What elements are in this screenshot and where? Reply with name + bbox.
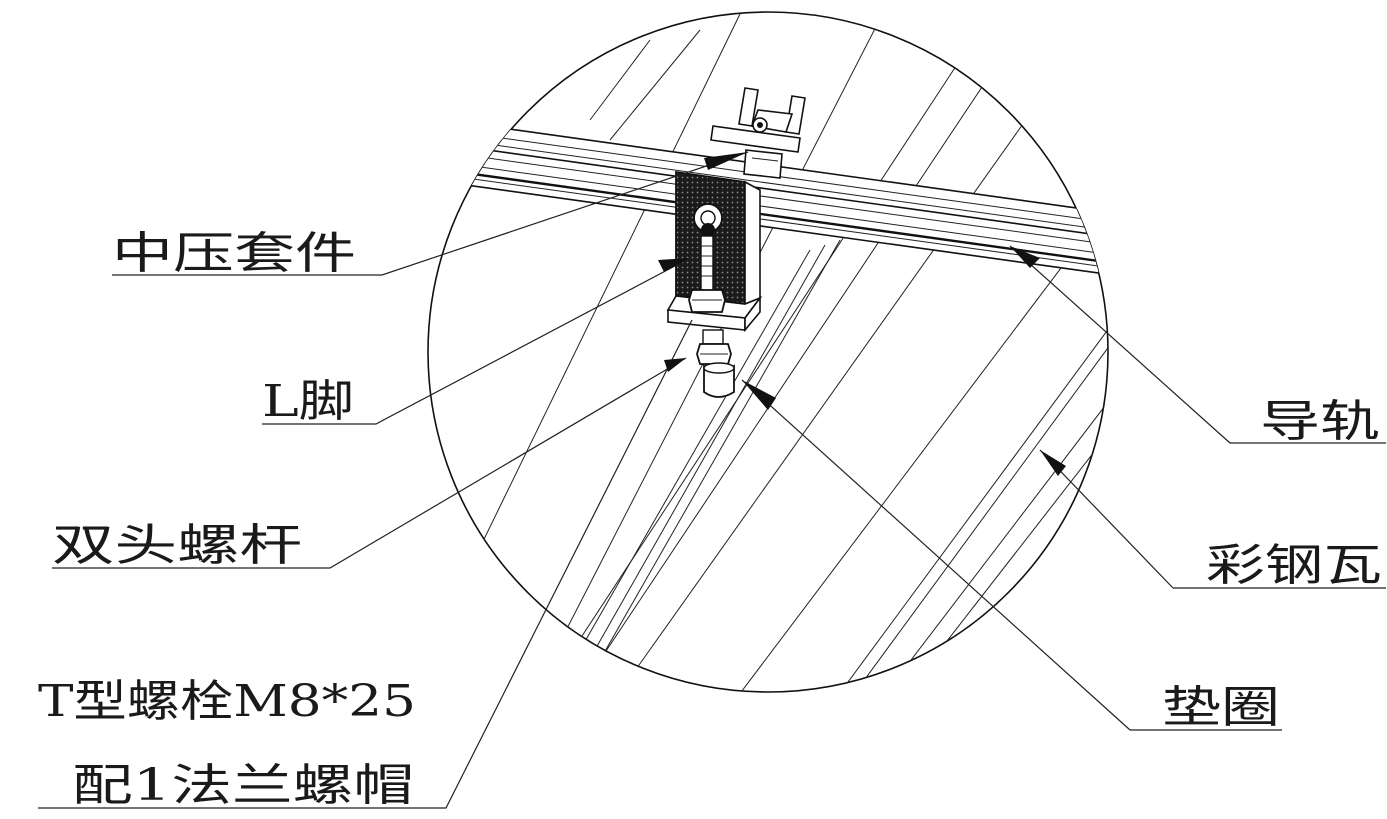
label-washer: 垫圈 <box>1162 682 1280 733</box>
detail-circle <box>427 11 1109 693</box>
label-rail: 导轨 <box>1260 396 1380 447</box>
stud <box>688 235 732 365</box>
label-steel-tile: 彩钢瓦 <box>1206 540 1382 591</box>
label-mid-clamp: 中压套件 <box>112 228 356 279</box>
rail <box>429 117 1108 277</box>
callout-arrows <box>658 152 1066 476</box>
callout-leaders <box>38 151 1386 809</box>
label-stud: 双头螺杆 <box>52 520 302 571</box>
label-t-bolt-line1: T型螺栓M8*25 <box>38 676 416 727</box>
label-l-foot: L脚 <box>262 376 354 427</box>
roof-assembly <box>429 12 1108 692</box>
label-t-bolt-line2: 配1法兰螺帽 <box>72 760 414 811</box>
washer <box>703 362 735 398</box>
mid-clamp <box>710 87 806 179</box>
